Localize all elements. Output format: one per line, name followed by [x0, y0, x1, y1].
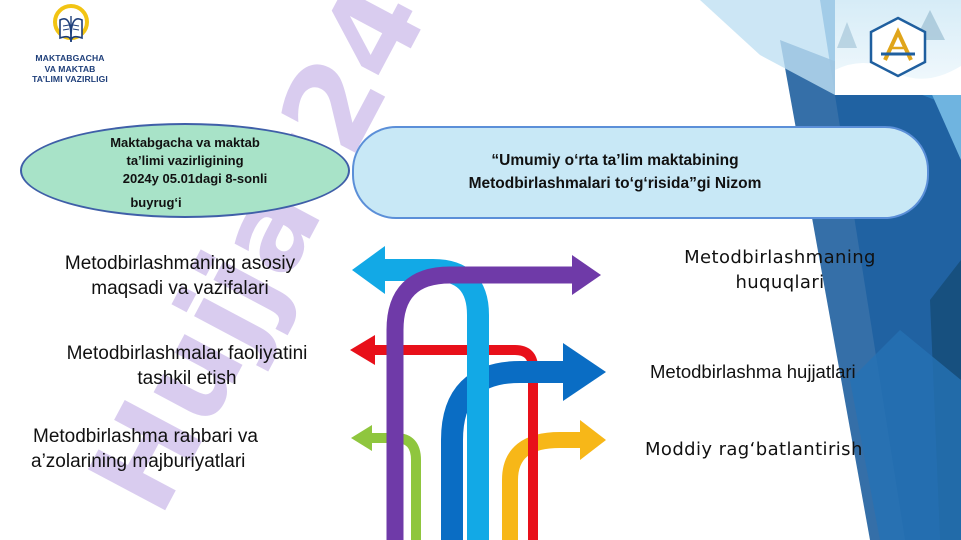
regulation-title-line-1: “Umumiy o‘rta ta’lim maktabining [491, 152, 739, 169]
left-item-organization: Metodbirlashmalar faoliyatini tashkil et… [28, 341, 346, 391]
regulation-title-box [352, 126, 929, 219]
green-arrow [351, 425, 421, 540]
right-item-incentives-line-1: Moddiy rag‘batlantirish [645, 439, 863, 460]
right-item-rights: Metodbirlashmaning huquqlari [645, 245, 915, 295]
right-item-documents: Metodbirlashma hujjatlari [650, 359, 930, 384]
decree-line-4: buyrug‘i [130, 195, 182, 210]
decree-text: Maktabgacha va maktab ta’limi vazirligin… [60, 134, 310, 212]
right-item-rights-line-2: huquqlari [735, 272, 825, 293]
ministry-a-emblem-icon [835, 0, 961, 95]
left-item-duties: Metodbirlashma rahbari va a’zolarining m… [31, 424, 331, 474]
left-item-organization-line-2: tashkil etish [137, 368, 237, 389]
regulation-title: “Umumiy o‘rta ta’lim maktabining Metodbi… [385, 149, 845, 195]
left-item-goals-line-1: Metodbirlashmaning asosiy [64, 253, 296, 274]
left-item-goals-line-2: maqsadi va vazifalari [91, 278, 269, 299]
decree-line-1: Maktabgacha va maktab [110, 135, 260, 150]
ministry-book-emblem-icon [53, 4, 89, 43]
decree-line-2: ta’limi vazirligining [126, 153, 244, 168]
right-item-incentives: Moddiy rag‘batlantirish [645, 437, 935, 462]
left-item-goals: Metodbirlashmaning asosiy maqsadi va vaz… [25, 251, 335, 301]
left-item-organization-line-1: Metodbirlashmalar faoliyatini [66, 343, 308, 364]
ministry-logo-text: MAKTABGACHA VA MAKTAB TA’LIMI VAZIRLIGI [14, 53, 126, 85]
logo-line-1: MAKTABGACHA [35, 53, 105, 63]
yellow-arrow [502, 420, 606, 540]
regulation-title-line-2: Metodbirlashmalari to‘g‘risida”gi Nizom [468, 175, 762, 192]
left-item-duties-line-2: a’zolarining majburiyatlari [31, 451, 246, 472]
left-item-duties-line-1: Metodbirlashma rahbari va [33, 426, 258, 447]
logo-line-3: TA’LIMI VAZIRLIGI [32, 74, 108, 84]
right-item-documents-line-1: Metodbirlashma hujjatlari [650, 361, 856, 382]
logo-line-2: VA MAKTAB [44, 63, 96, 74]
right-item-rights-line-1: Metodbirlashmaning [684, 247, 876, 268]
purple-arrow [386, 255, 601, 540]
decree-oval [20, 123, 350, 218]
decree-line-3: 2024y 05.01dagi 8-sonli [122, 171, 268, 186]
